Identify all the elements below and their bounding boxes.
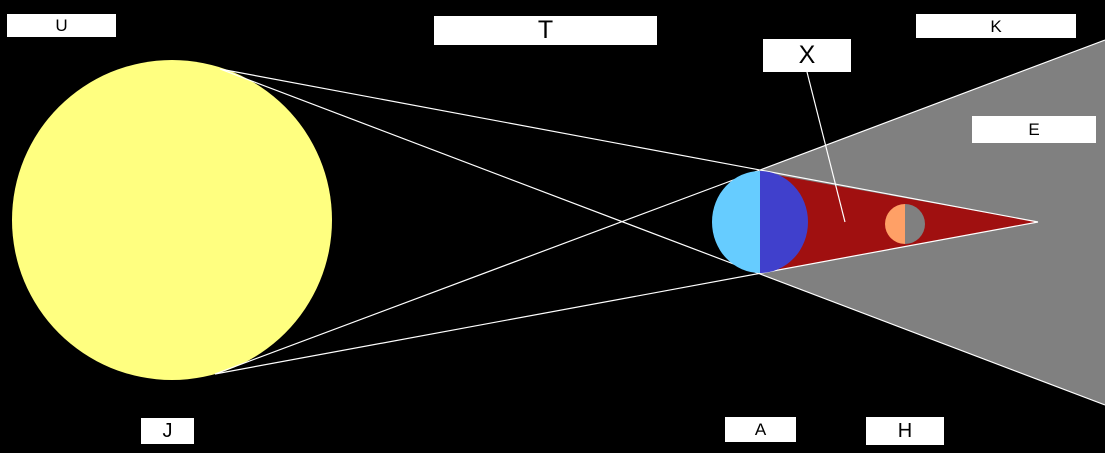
outer-tangent-top — [219, 68, 1039, 223]
label-h: H — [866, 417, 944, 445]
earth-night-side — [760, 171, 808, 273]
inner-tangent-top-to-bottom — [219, 68, 761, 275]
tangent-lines — [214, 39, 1105, 406]
moon-dark-side — [905, 204, 925, 244]
inner-tangent-bottom-to-top — [214, 169, 761, 375]
moon — [885, 204, 925, 244]
label-e: E — [972, 116, 1096, 143]
earth — [712, 171, 808, 273]
penumbra-edge-top — [759, 39, 1105, 171]
sun — [12, 60, 332, 380]
label-t: T — [434, 16, 657, 45]
label-x: X — [763, 39, 851, 72]
outer-tangent-bottom — [214, 221, 1039, 375]
label-j: J — [141, 418, 194, 444]
moon-lit-side — [885, 204, 905, 244]
label-a: A — [725, 417, 796, 442]
label-u: U — [7, 14, 116, 37]
label-k: K — [916, 14, 1076, 38]
label-x-pointer — [806, 71, 846, 223]
earth-day-side — [712, 171, 760, 273]
penumbra-edge-bottom — [759, 273, 1105, 406]
